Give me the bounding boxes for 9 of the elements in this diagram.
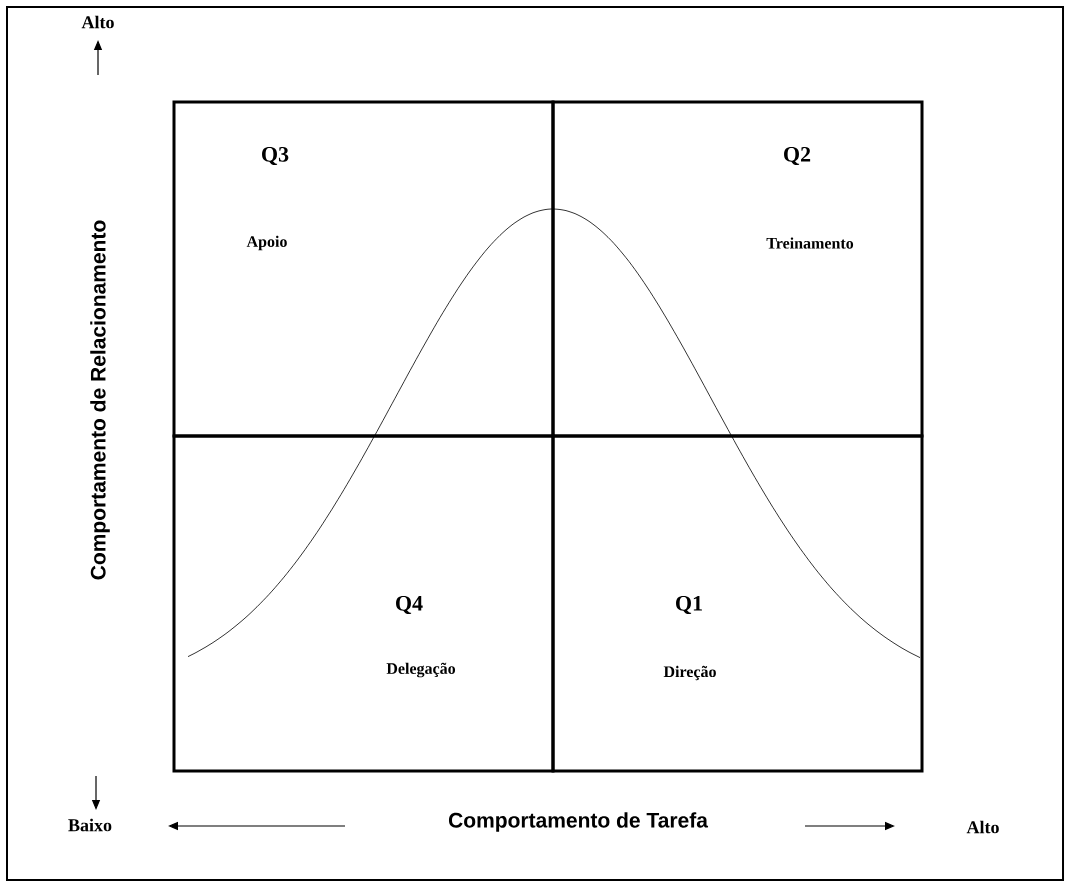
quadrant-box: Q1 Direção bbox=[551, 434, 924, 773]
axis-end-label: Alto bbox=[966, 820, 999, 834]
quadrant-box: Q2 Treinamento bbox=[551, 100, 924, 438]
quadrant-box: Q4 Delegação bbox=[172, 434, 555, 773]
axis-end-label: Baixo bbox=[68, 818, 112, 832]
quadrant-box: Q3 Apoio bbox=[172, 100, 555, 438]
axis-title: Comportamento de Tarefa bbox=[448, 812, 709, 832]
axis-end-label: Alto bbox=[81, 15, 114, 29]
axis-title: Comportamento de Relacionamento bbox=[90, 220, 110, 580]
